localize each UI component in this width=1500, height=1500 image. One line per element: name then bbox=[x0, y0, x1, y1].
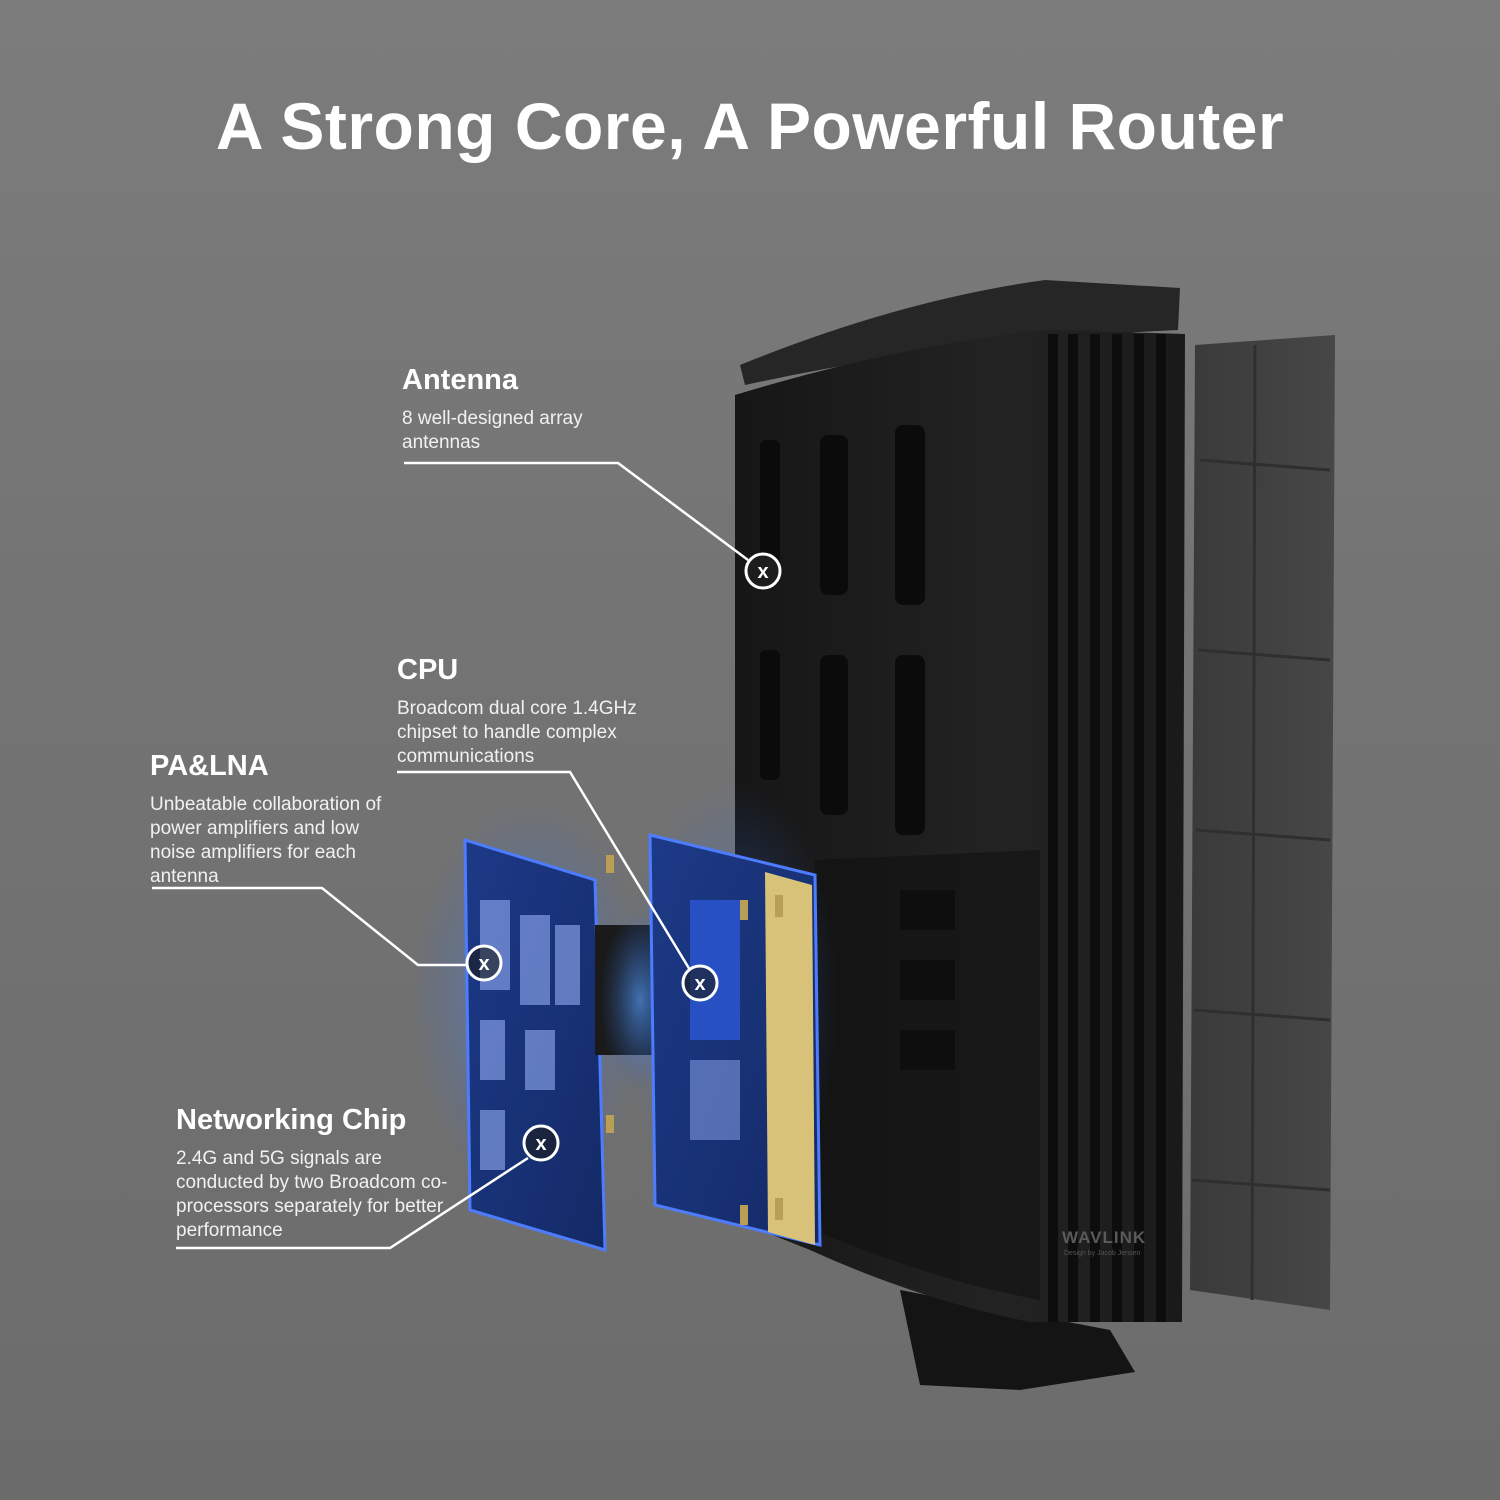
marker-cpu: x bbox=[681, 964, 719, 1002]
callout-cpu-title: CPU bbox=[397, 654, 459, 686]
callout-cpu: CPU Broadcom dual core 1.4GHz chipset to… bbox=[397, 654, 687, 769]
brand-tagline: Design by Jacob Jensen bbox=[1064, 1250, 1141, 1257]
callout-pa-lna: PA&LNA Unbeatable collaboration of power… bbox=[150, 750, 390, 889]
side-panel-grid bbox=[1191, 344, 1331, 1301]
callout-pa-lna-title: PA&LNA bbox=[150, 750, 269, 782]
gold-shield bbox=[765, 872, 815, 1245]
cpu-board bbox=[606, 780, 840, 1247]
callout-antenna-title: Antenna bbox=[402, 364, 518, 396]
callout-antenna-desc: 8 well-designed array antennas bbox=[402, 408, 583, 453]
svg-text:x: x bbox=[478, 953, 489, 975]
callout-antenna: Antenna 8 well-designed array antennas bbox=[402, 364, 662, 455]
page-headline: A Strong Core, A Powerful Router bbox=[215, 89, 1285, 163]
router-top-cap bbox=[740, 280, 1180, 385]
svg-text:x: x bbox=[535, 1133, 546, 1155]
marker-pa-lna: x bbox=[465, 944, 503, 982]
callout-networking-chip-title: Networking Chip bbox=[176, 1104, 407, 1136]
router-side-panel bbox=[1190, 335, 1335, 1310]
marker-networking-chip: x bbox=[522, 1124, 560, 1162]
router-window-shading bbox=[815, 850, 1040, 1300]
callout-networking-chip: Networking Chip 2.4G and 5G signals are … bbox=[176, 1104, 456, 1243]
router-fins bbox=[1048, 334, 1166, 1322]
svg-text:x: x bbox=[757, 561, 768, 583]
router-base bbox=[900, 1290, 1135, 1390]
leader-lines bbox=[152, 461, 749, 1250]
brand-logo: WAVLINK bbox=[1062, 1228, 1147, 1247]
callout-cpu-desc: Broadcom dual core 1.4GHz chipset to han… bbox=[397, 698, 637, 767]
svg-text:x: x bbox=[694, 973, 705, 995]
callout-networking-chip-desc: 2.4G and 5G signals are conducted by two… bbox=[176, 1148, 448, 1241]
callout-pa-lna-desc: Unbeatable collaboration of power amplif… bbox=[150, 794, 382, 887]
marker-antenna: x bbox=[744, 552, 782, 590]
pa-lna-board bbox=[410, 800, 650, 1253]
